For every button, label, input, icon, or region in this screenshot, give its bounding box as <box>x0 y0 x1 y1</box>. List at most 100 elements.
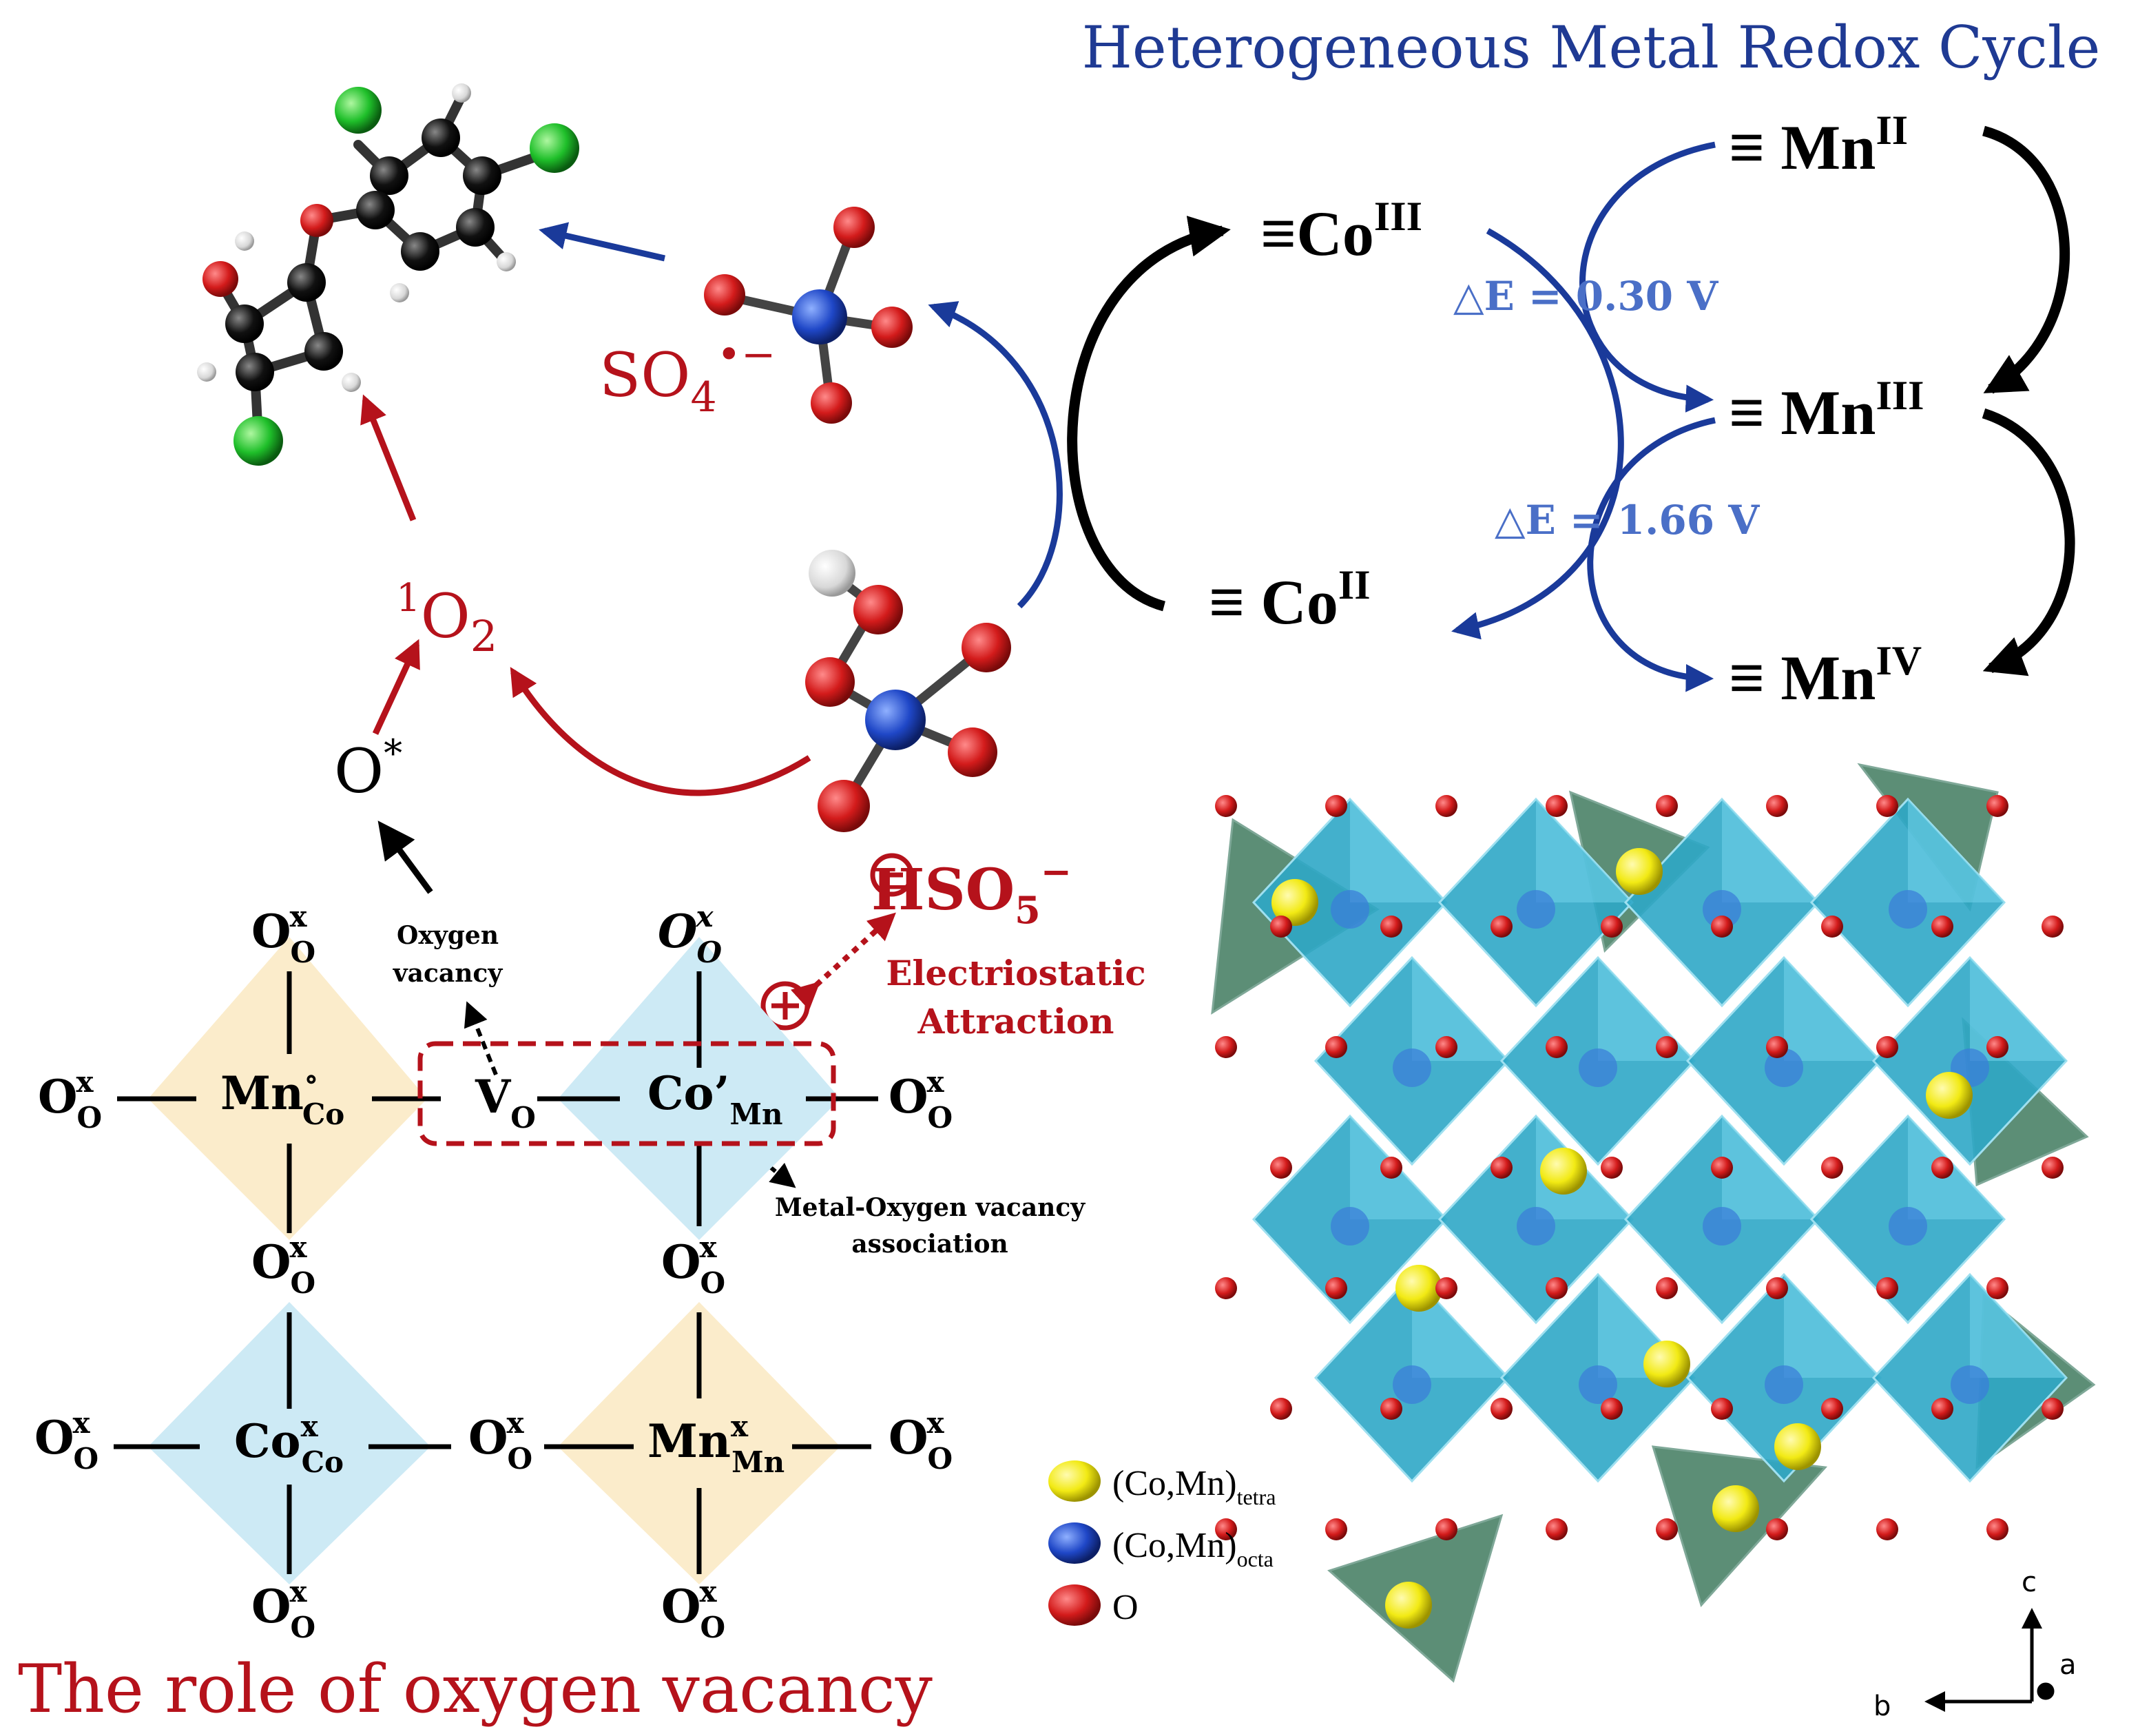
axis-c-label: c <box>2022 1567 2037 1598</box>
oxygen-atom <box>1435 1036 1457 1058</box>
octahedron-facet <box>1908 799 2004 902</box>
octa-cation-atom <box>1579 1048 1617 1087</box>
oxygen-atom <box>1435 795 1457 817</box>
octahedron-facet <box>1908 1116 2004 1219</box>
tetra-cation-atom <box>1395 1265 1442 1312</box>
oxygen-atom <box>1656 1518 1678 1540</box>
oxygen-atom <box>1380 1157 1402 1179</box>
oxygen-atom <box>1601 916 1623 938</box>
oxygen-atom <box>1601 1398 1623 1420</box>
oxygen-atom <box>1766 1518 1788 1540</box>
oxygen-atom <box>2042 916 2064 938</box>
octa-cation-atom <box>1703 890 1741 929</box>
co-ii-label: ≡ CoII <box>1209 562 1371 637</box>
oxygen-atom <box>1215 1036 1237 1058</box>
metal-oxygen-label-1: Metal-Oxygen vacancy <box>775 1193 1086 1222</box>
tetra-cation-atom <box>1926 1072 1973 1119</box>
legend-tetra-label: (Co,Mn)tetra <box>1112 1464 1276 1509</box>
oxygen-atom <box>1546 1277 1568 1299</box>
diamond-mn-mn <box>558 1302 840 1584</box>
peroxymonosulfate-molecule <box>805 550 1011 832</box>
diamond-co-mn <box>558 937 840 1240</box>
octa-cation-atom <box>1765 1365 1803 1404</box>
lattice-co-mn: Co’Mn <box>647 1066 783 1131</box>
tetra-cation-atom <box>1774 1423 1821 1470</box>
co-iii-label: ≡CoIII <box>1260 194 1422 269</box>
redox-cycle-title: Heterogeneous Metal Redox Cycle <box>1082 14 2101 81</box>
structure-legend: (Co,Mn)tetra (Co,Mn)octa O <box>1048 1460 1276 1627</box>
oxygen-atom <box>1876 1277 1898 1299</box>
oxygen-atom <box>1215 795 1237 817</box>
oxygen-atom <box>1931 1157 1953 1179</box>
oxygen-atom <box>1491 1398 1513 1420</box>
oxygen-atom <box>2042 1398 2064 1420</box>
vacancy-association-box <box>417 1041 836 1146</box>
oxygen-atom <box>1876 795 1898 817</box>
oxygen-vacancy-label-2: vacancy <box>393 959 503 988</box>
oxygen-atom <box>1821 1398 1843 1420</box>
oxygen-atom <box>1711 1157 1733 1179</box>
oxygen-atom <box>1435 1277 1457 1299</box>
oxygen-vacancy-title: The role of oxygen vacancy <box>18 1651 933 1728</box>
diamond-co-co <box>148 1302 430 1584</box>
axes-triad <box>1924 1608 2055 1712</box>
metal-oxygen-label-2: association <box>851 1230 1008 1259</box>
legend-tetra-swatch <box>1048 1460 1101 1502</box>
tetra-cation-atom <box>1616 848 1663 895</box>
octa-cation-atom <box>1517 890 1555 929</box>
octa-cation-atom <box>1703 1207 1741 1246</box>
oxygen-atom <box>1711 916 1733 938</box>
octahedron-facet <box>1784 958 1880 1061</box>
oxygen-atom <box>1380 916 1402 938</box>
oxygen-atom <box>1325 1518 1347 1540</box>
spinel-crystal-structure <box>1211 763 2096 1683</box>
oxygen-atom <box>1766 1277 1788 1299</box>
octa-cation-atom <box>1331 1207 1369 1246</box>
oxygen-atom <box>1435 1518 1457 1540</box>
octahedron-facet <box>1536 799 1632 902</box>
octahedron-facet <box>1412 958 1508 1061</box>
oxygen-atom <box>1215 1518 1237 1540</box>
oxygen-atom <box>1325 1036 1347 1058</box>
lattice-mn-co: Mn∘Co <box>220 1062 344 1131</box>
axis-b-label: b <box>1873 1691 1891 1722</box>
oxygen-atom <box>1546 1036 1568 1058</box>
oxygen-atom <box>1270 1398 1292 1420</box>
octa-cation-atom <box>1393 1365 1431 1404</box>
oxygen-atom <box>1546 795 1568 817</box>
oxygen-atom <box>1986 1036 2008 1058</box>
oxygen-atom <box>1766 1036 1788 1058</box>
oxygen-atom <box>1876 1518 1898 1540</box>
so4-radical-label: SO4•− <box>599 331 776 422</box>
octa-cation-atom <box>1393 1048 1431 1087</box>
oxygen-vacancy-label-1: Oxygen <box>397 921 499 950</box>
oxygen-atom <box>2042 1157 2064 1179</box>
hso5-label: HSO5− <box>871 849 1072 932</box>
octahedron-facet <box>1784 1274 1880 1378</box>
oxygen-atom <box>1821 916 1843 938</box>
oxygen-atom <box>1656 1036 1678 1058</box>
octa-cation-atom <box>1517 1207 1555 1246</box>
oxygen-atom <box>1491 916 1513 938</box>
tetra-cation-atom <box>1643 1341 1690 1387</box>
legend-octa-swatch <box>1048 1522 1101 1564</box>
electrostatic-label-1: Electriostatic <box>886 953 1145 993</box>
oxygen-atom <box>1766 795 1788 817</box>
vacancy-pointer-arrow <box>464 1001 498 1076</box>
tetra-cation-atom <box>1712 1485 1759 1532</box>
pollutant-molecule <box>197 83 579 466</box>
mn-iii-label: ≡ MnIII <box>1729 373 1924 448</box>
delta-e-2: △E = 1.66 V <box>1495 497 1760 544</box>
